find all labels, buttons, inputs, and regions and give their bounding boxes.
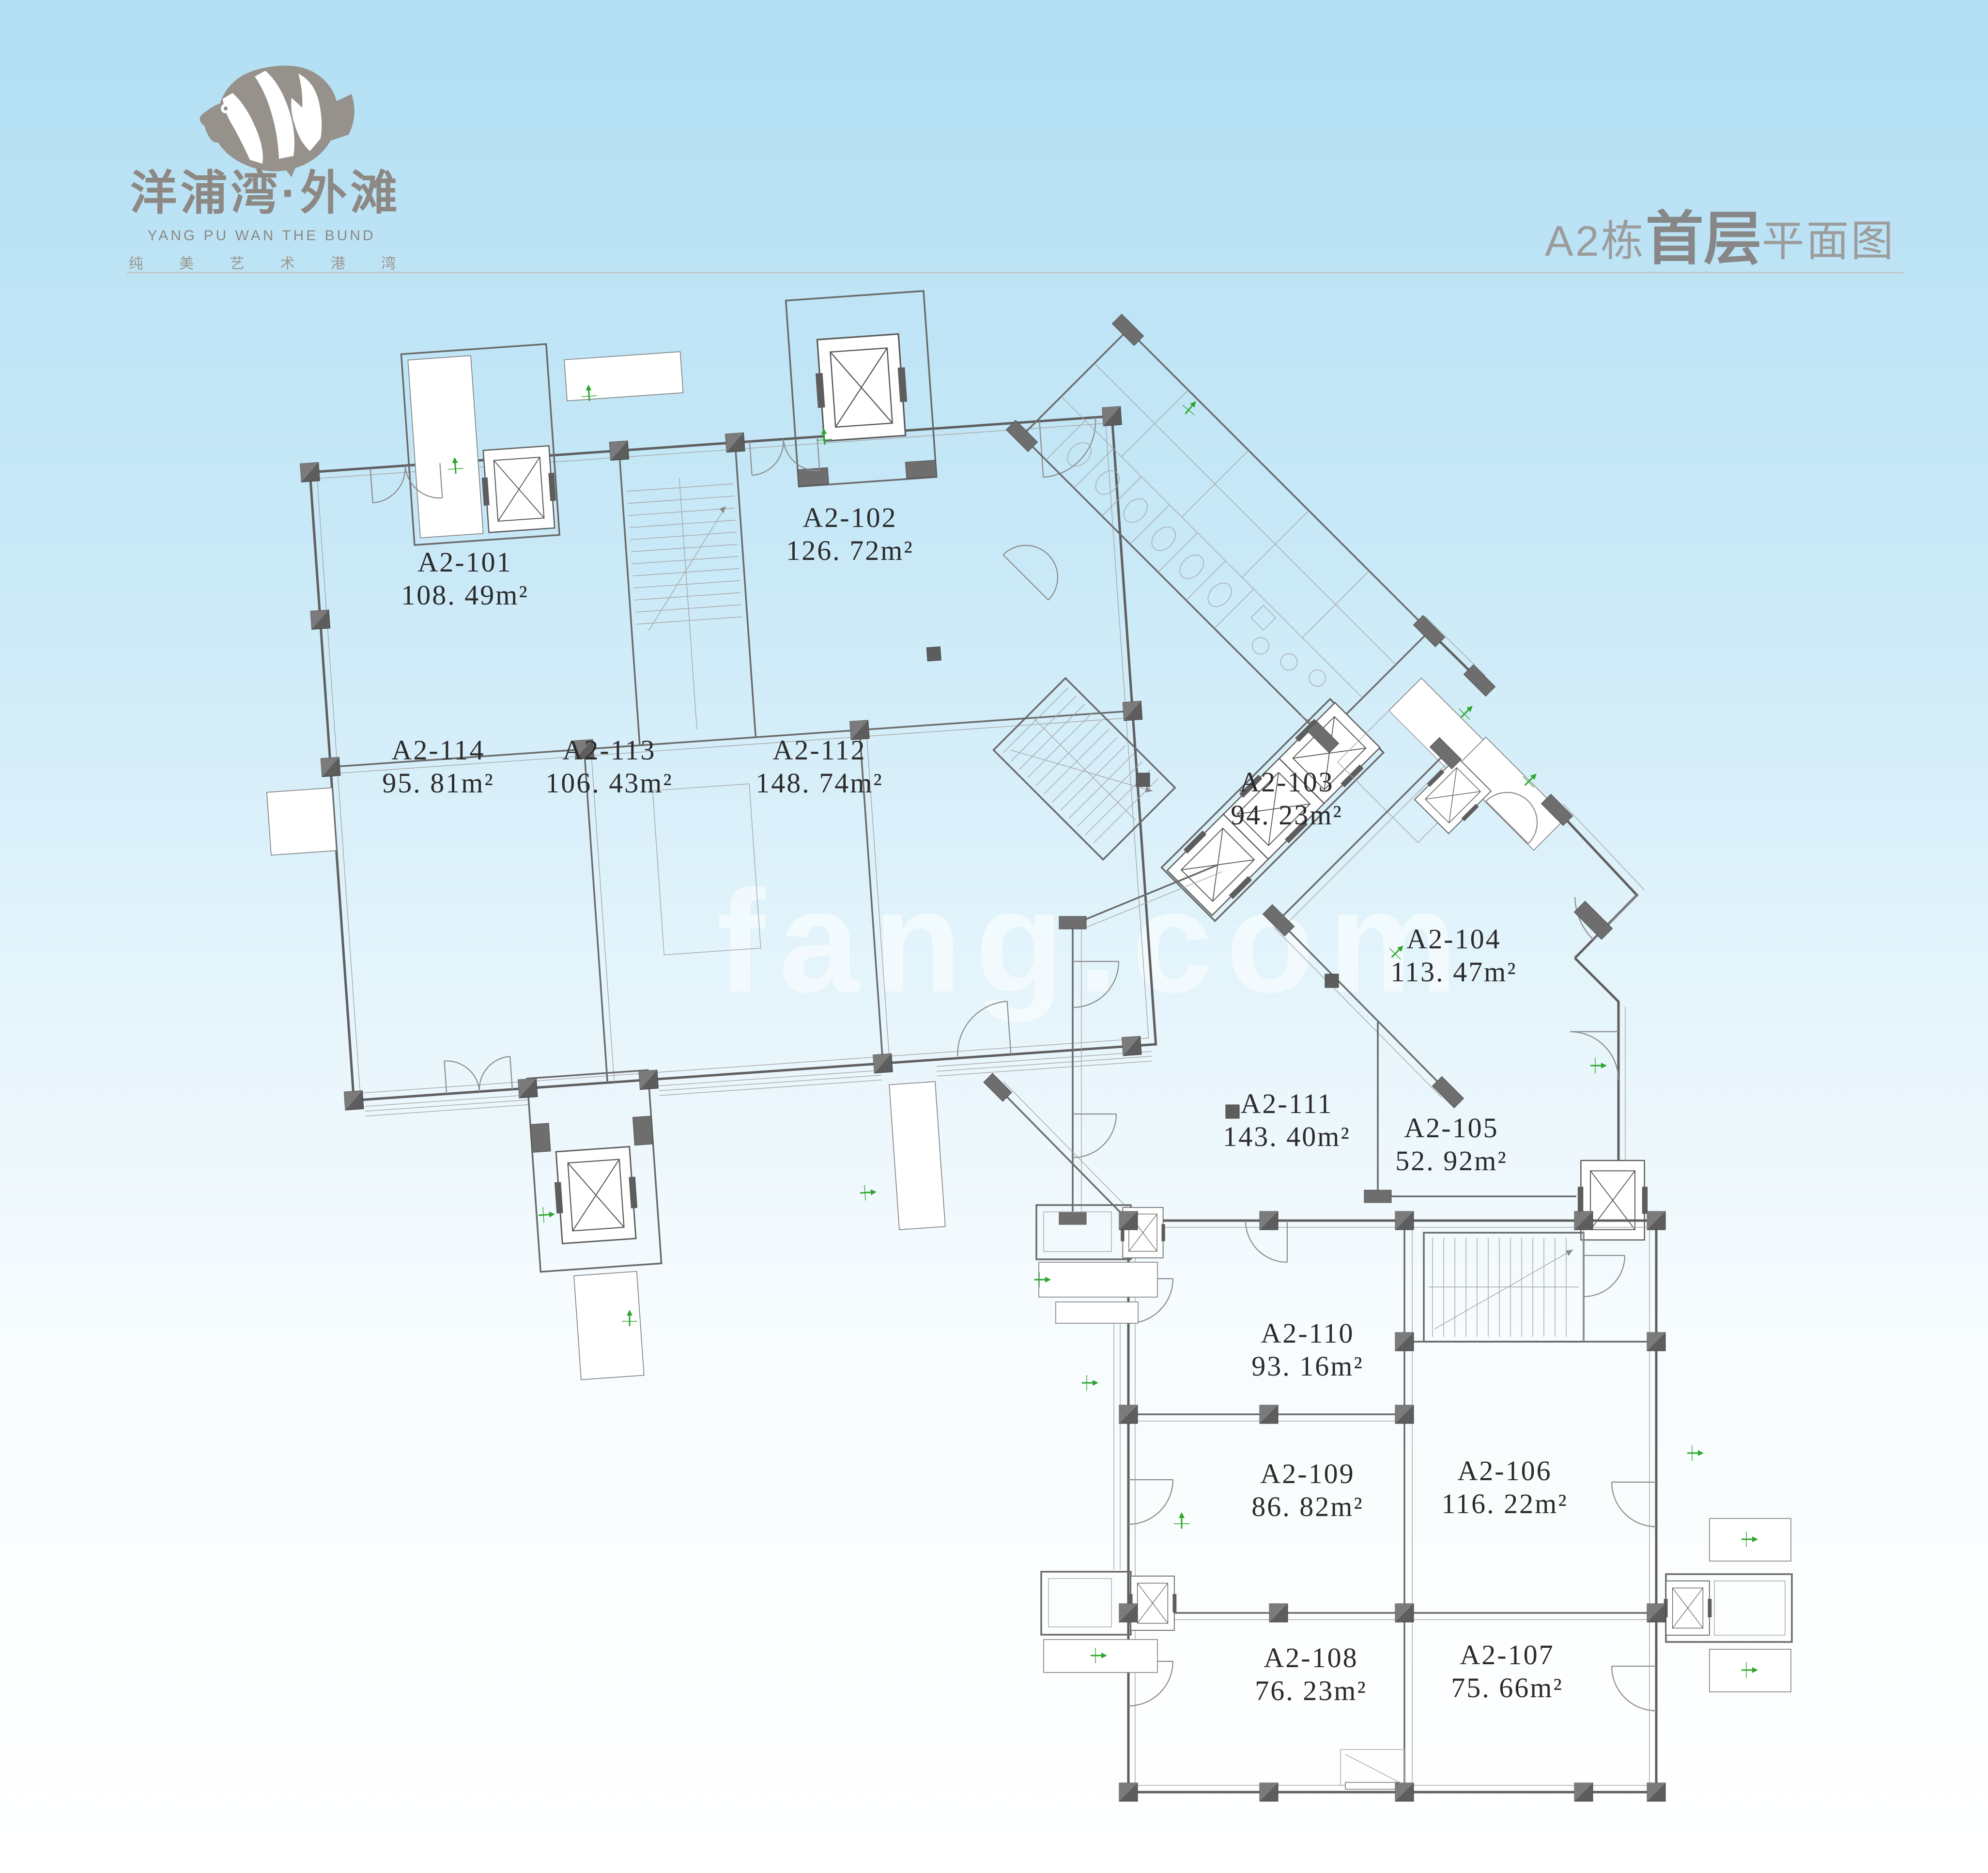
title-building: A2栋 — [1545, 217, 1646, 265]
sinks — [1252, 637, 1326, 687]
svg-text:75. 66m²: 75. 66m² — [1451, 1672, 1563, 1703]
left-exterior-stair-2 — [1055, 1301, 1139, 1324]
elevator-block-top-a2-102 — [785, 290, 938, 488]
right-entry — [1663, 1518, 1793, 1692]
svg-text:A2-109: A2-109 — [1260, 1458, 1355, 1489]
svg-text:A2-111: A2-111 — [1241, 1088, 1333, 1119]
svg-text:76. 23m²: 76. 23m² — [1255, 1675, 1367, 1706]
title-suffix: 平面图 — [1762, 217, 1896, 265]
svg-text:93. 16m²: 93. 16m² — [1251, 1350, 1364, 1382]
svg-text:148. 74m²: 148. 74m² — [755, 767, 883, 799]
svg-text:113. 47m²: 113. 47m² — [1390, 956, 1517, 988]
svg-text:95. 81m²: 95. 81m² — [382, 767, 494, 799]
stair-core-central — [992, 677, 1176, 861]
title-floor: 首层 — [1646, 206, 1762, 271]
bottom-block — [1035, 1204, 1793, 1802]
toilets — [1067, 442, 1232, 607]
upper-wing — [266, 290, 1157, 1380]
svg-text:A2-104: A2-104 — [1406, 923, 1501, 955]
svg-text:A2-110: A2-110 — [1261, 1317, 1354, 1349]
svg-text:A2-106: A2-106 — [1457, 1455, 1552, 1486]
svg-text:126. 72m²: 126. 72m² — [786, 535, 914, 566]
svg-text:A2-113: A2-113 — [562, 734, 656, 766]
svg-text:52. 92m²: 52. 92m² — [1395, 1145, 1508, 1176]
svg-text:143. 40m²: 143. 40m² — [1223, 1121, 1351, 1152]
left-entry-top — [1035, 1204, 1166, 1298]
stair-elevator-block-top-left — [400, 343, 561, 546]
doors-bottom-wall — [444, 1001, 1012, 1094]
svg-text:A2-107: A2-107 — [1460, 1639, 1554, 1671]
exterior-stair-top — [564, 351, 684, 402]
right-wing-walls — [983, 313, 1649, 1241]
brand-name-en: YANG PU WAN THE BUND — [147, 228, 375, 244]
svg-text:A2-103: A2-103 — [1239, 766, 1334, 798]
svg-text:116. 22m²: 116. 22m² — [1441, 1488, 1568, 1519]
restroom-block — [1020, 328, 1431, 739]
bottom-block-doors — [1128, 1220, 1657, 1712]
brand-name-cn: 洋浦湾·外滩 — [130, 167, 401, 219]
svg-text:A2-112: A2-112 — [772, 734, 866, 766]
side-balcony — [266, 787, 337, 856]
entry-ledges — [365, 1051, 1153, 1116]
stair-core-upper — [627, 478, 761, 956]
fish-logo-icon — [200, 65, 354, 177]
central-elevator-bank — [1160, 697, 1385, 922]
left-entry-mid — [1040, 1571, 1177, 1673]
page-title: A2栋首层平面图 — [1545, 206, 1896, 271]
brand-logo: 洋浦湾·外滩 YANG PU WAN THE BUND 纯 美 艺 术 港 湾 — [129, 65, 412, 272]
svg-text:A2-114: A2-114 — [391, 734, 485, 766]
stairwell-bottom-block — [1423, 1221, 1626, 1343]
exterior-stair-bottom-2 — [889, 1081, 946, 1230]
svg-text:A2-108: A2-108 — [1264, 1642, 1358, 1673]
wall-braces — [983, 313, 1613, 1225]
svg-text:A2-105: A2-105 — [1404, 1112, 1498, 1144]
svg-text:A2-101: A2-101 — [417, 546, 512, 578]
header: 洋浦湾·外滩 YANG PU WAN THE BUND 纯 美 艺 术 港 湾 … — [127, 65, 1903, 274]
svg-text:106. 43m²: 106. 43m² — [545, 767, 673, 799]
bottom-ramp — [1340, 1749, 1405, 1790]
svg-text:86. 82m²: 86. 82m² — [1251, 1491, 1364, 1522]
svg-text:A2-102: A2-102 — [802, 502, 897, 533]
elevator-block-bottom — [526, 1069, 663, 1273]
brand-slogan: 纯 美 艺 术 港 湾 — [129, 256, 412, 272]
survey-ticks — [446, 383, 1759, 1679]
lobby-entry-doors — [1002, 544, 1059, 601]
left-walkway — [1113, 1323, 1121, 1569]
wing-columns — [300, 406, 1143, 1111]
svg-text:94. 23m²: 94. 23m² — [1231, 799, 1343, 831]
doors-top-wall — [370, 417, 1096, 504]
exterior-stair-bottom-1 — [573, 1271, 645, 1380]
svg-text:108. 49m²: 108. 49m² — [401, 579, 529, 611]
